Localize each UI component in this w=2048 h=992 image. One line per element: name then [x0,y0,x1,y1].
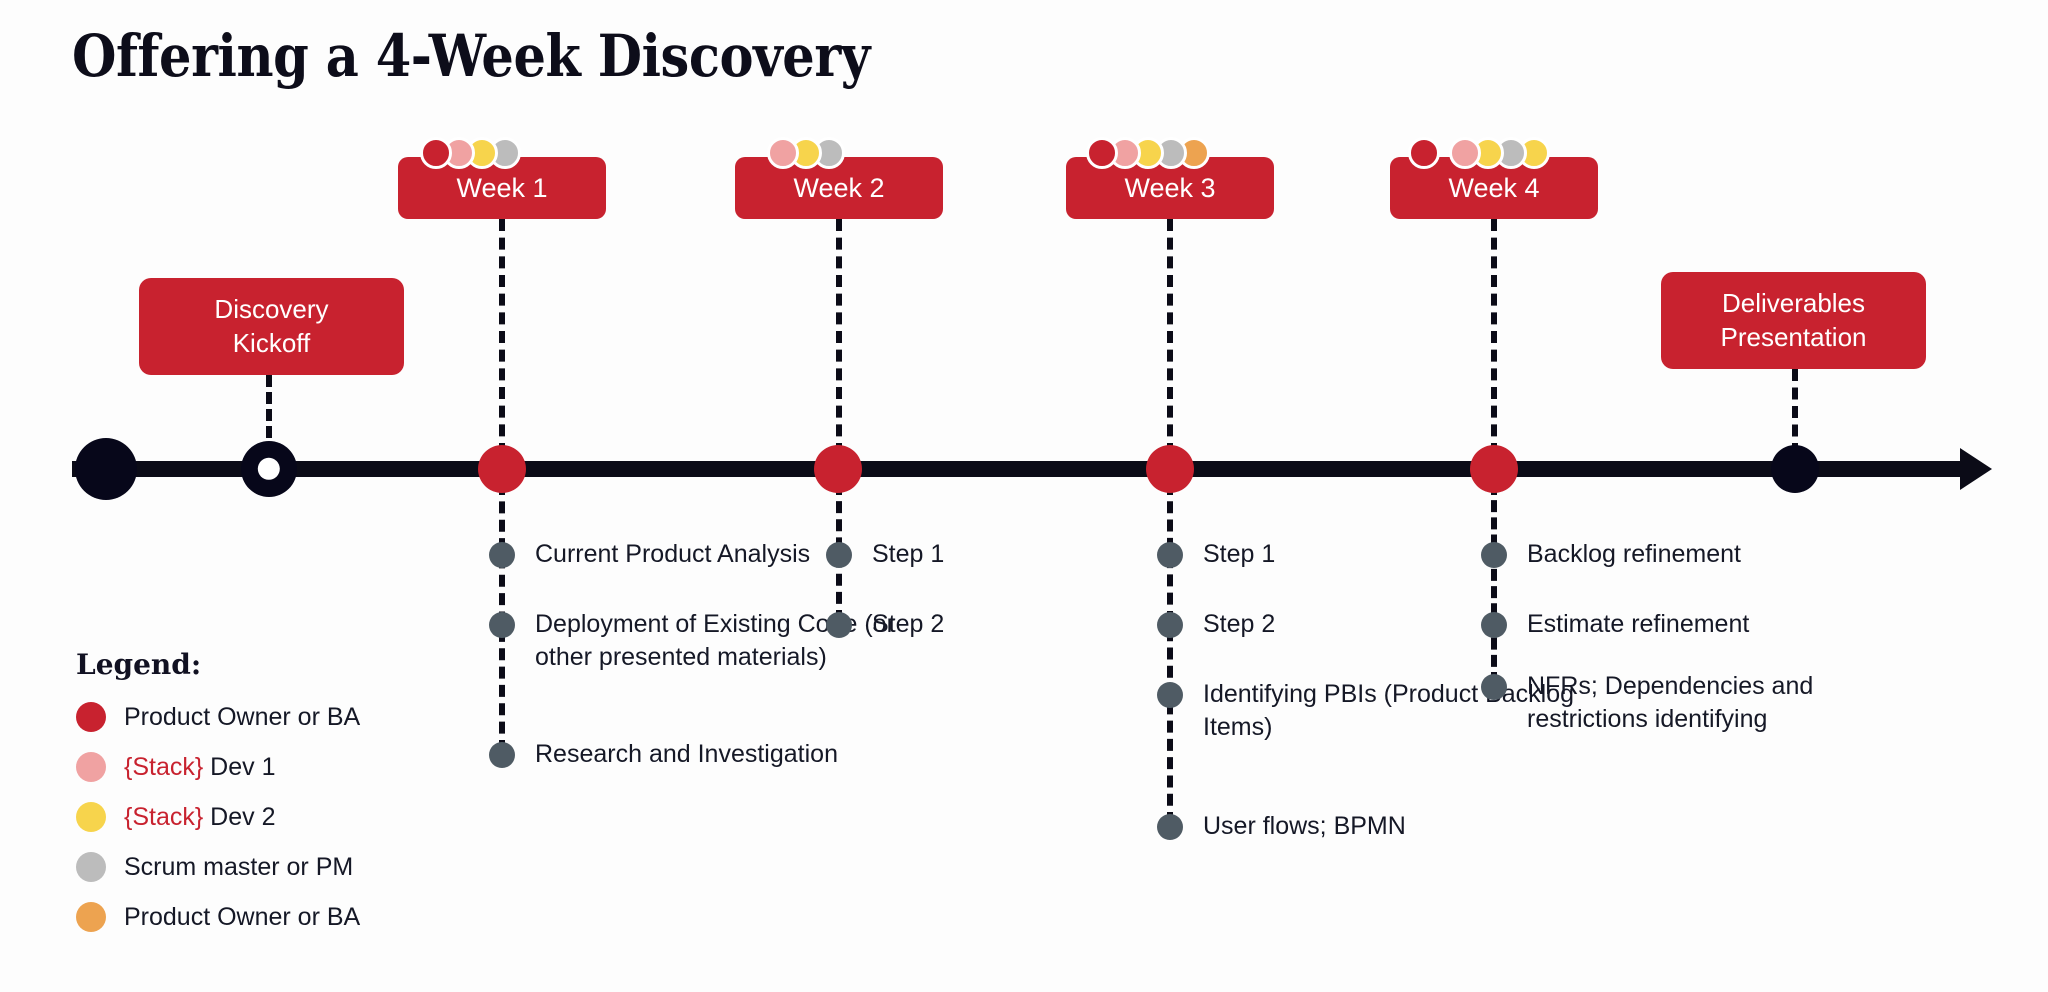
legend-items: Product Owner or BA {Stack} Dev 1 {Stack} … [76,697,436,937]
task-item: Estimate refinement [1481,608,1911,641]
legend-stack-token: {Stack} [124,752,204,781]
task-item: Research and Investigation [489,738,919,771]
connector-week-2 [836,219,842,455]
legend-label: Product Owner or BA [124,902,361,931]
avatar-group-week-1 [420,137,521,169]
task-item: Current Product Analysis [489,538,919,571]
connector-discovery-kickoff [266,375,272,455]
connector-week-4 [1491,219,1497,455]
legend-stack-token: {Stack} [124,802,204,831]
task-item: Step 1 [1157,538,1587,571]
task-dot-icon [826,542,852,568]
axis-node-week3 [1146,445,1194,493]
task-dot-icon [1157,814,1183,840]
task-item: Step 1 [826,538,1256,571]
week-card-label: Week 4 [1448,172,1540,203]
avatar-group-week-3 [1086,137,1210,169]
task-dot-icon [1481,674,1507,700]
task-label: Step 2 [872,610,945,638]
legend-item: Scrum master or PM [76,847,436,887]
task-label: User flows; BPMN [1203,812,1406,840]
task-item: Backlog refinement [1481,538,1911,571]
task-dot-icon [489,612,515,638]
task-spine-week-3 [1167,483,1173,824]
task-label: Estimate refinement [1527,610,1750,638]
legend-color-swatch [76,852,106,882]
axis-node-week1 [478,445,526,493]
connector-week-1 [499,219,505,455]
avatar-icon [1408,137,1440,169]
avatar-icon [1086,137,1118,169]
week-card-label: Week 3 [1124,172,1216,203]
task-dot-icon [1481,542,1507,568]
axis-node-week4 [1470,445,1518,493]
avatar-group-week-2 [767,137,845,169]
legend-label: Product Owner or BA [124,702,361,731]
task-label: Research and Investigation [535,740,838,768]
task-item: Step 2 [1157,608,1587,641]
legend-item: Product Owner or BA [76,697,436,737]
avatar-icon [813,137,845,169]
legend-label: {Stack} Dev 1 [124,752,276,781]
page-title: Offering a 4-Week Discovery [72,22,870,90]
axis-node-kickoff [241,441,297,497]
connector-deliverables-presentation [1792,369,1798,455]
legend-color-swatch [76,702,106,732]
legend-color-swatch [76,902,106,932]
legend-label: {Stack} Dev 2 [124,802,276,831]
legend-color-swatch [76,752,106,782]
axis-node-deliverables [1771,445,1819,493]
week-card-label: Week 1 [456,172,548,203]
task-dot-icon [1481,612,1507,638]
task-dot-icon [489,542,515,568]
task-dot-icon [1157,542,1183,568]
avatar-icon [420,137,452,169]
timeline-arrow-icon [1960,448,1992,490]
task-label: Backlog refinement [1527,540,1742,568]
axis-node-start [75,438,137,500]
connector-week-3 [1167,219,1173,455]
task-item: User flows; BPMN [1157,810,1587,843]
task-spine-week-4 [1491,483,1497,684]
task-item: Step 2 [826,608,1256,641]
legend-item: {Stack} Dev 2 [76,797,436,837]
task-dot-icon [1157,612,1183,638]
task-label: Step 1 [872,540,945,568]
legend-item: Product Owner or BA [76,897,436,937]
task-label: Step 1 [1203,540,1276,568]
week-card-label: Week 2 [793,172,885,203]
legend-item: {Stack} Dev 1 [76,747,436,787]
avatar-icon [1449,137,1481,169]
task-dot-icon [1157,682,1183,708]
task-dot-icon [489,742,515,768]
legend-color-swatch [76,802,106,832]
task-label: Current Product Analysis [535,540,811,568]
legend-label: Scrum master or PM [124,852,354,881]
task-label: Step 2 [1203,610,1276,638]
timeline-axis [72,461,1972,477]
task-label: NFRs; Dependencies and restrictions iden… [1527,672,1814,733]
task-label: Identifying PBIs (Product Backlog Items) [1203,680,1575,741]
task-item: NFRs; Dependencies and restrictions iden… [1481,670,1911,736]
axis-node-week2 [814,445,862,493]
avatar-icon [767,137,799,169]
task-item: Identifying PBIs (Product Backlog Items) [1157,678,1587,744]
legend-title: Legend: [76,648,202,681]
task-dot-icon [826,612,852,638]
avatar-group-week-4 [1408,137,1550,169]
legend: Legend: Product Owner or BA {Stack} Dev 1… [76,648,436,947]
week-card-week-2[interactable]: Week 2 [735,157,943,219]
